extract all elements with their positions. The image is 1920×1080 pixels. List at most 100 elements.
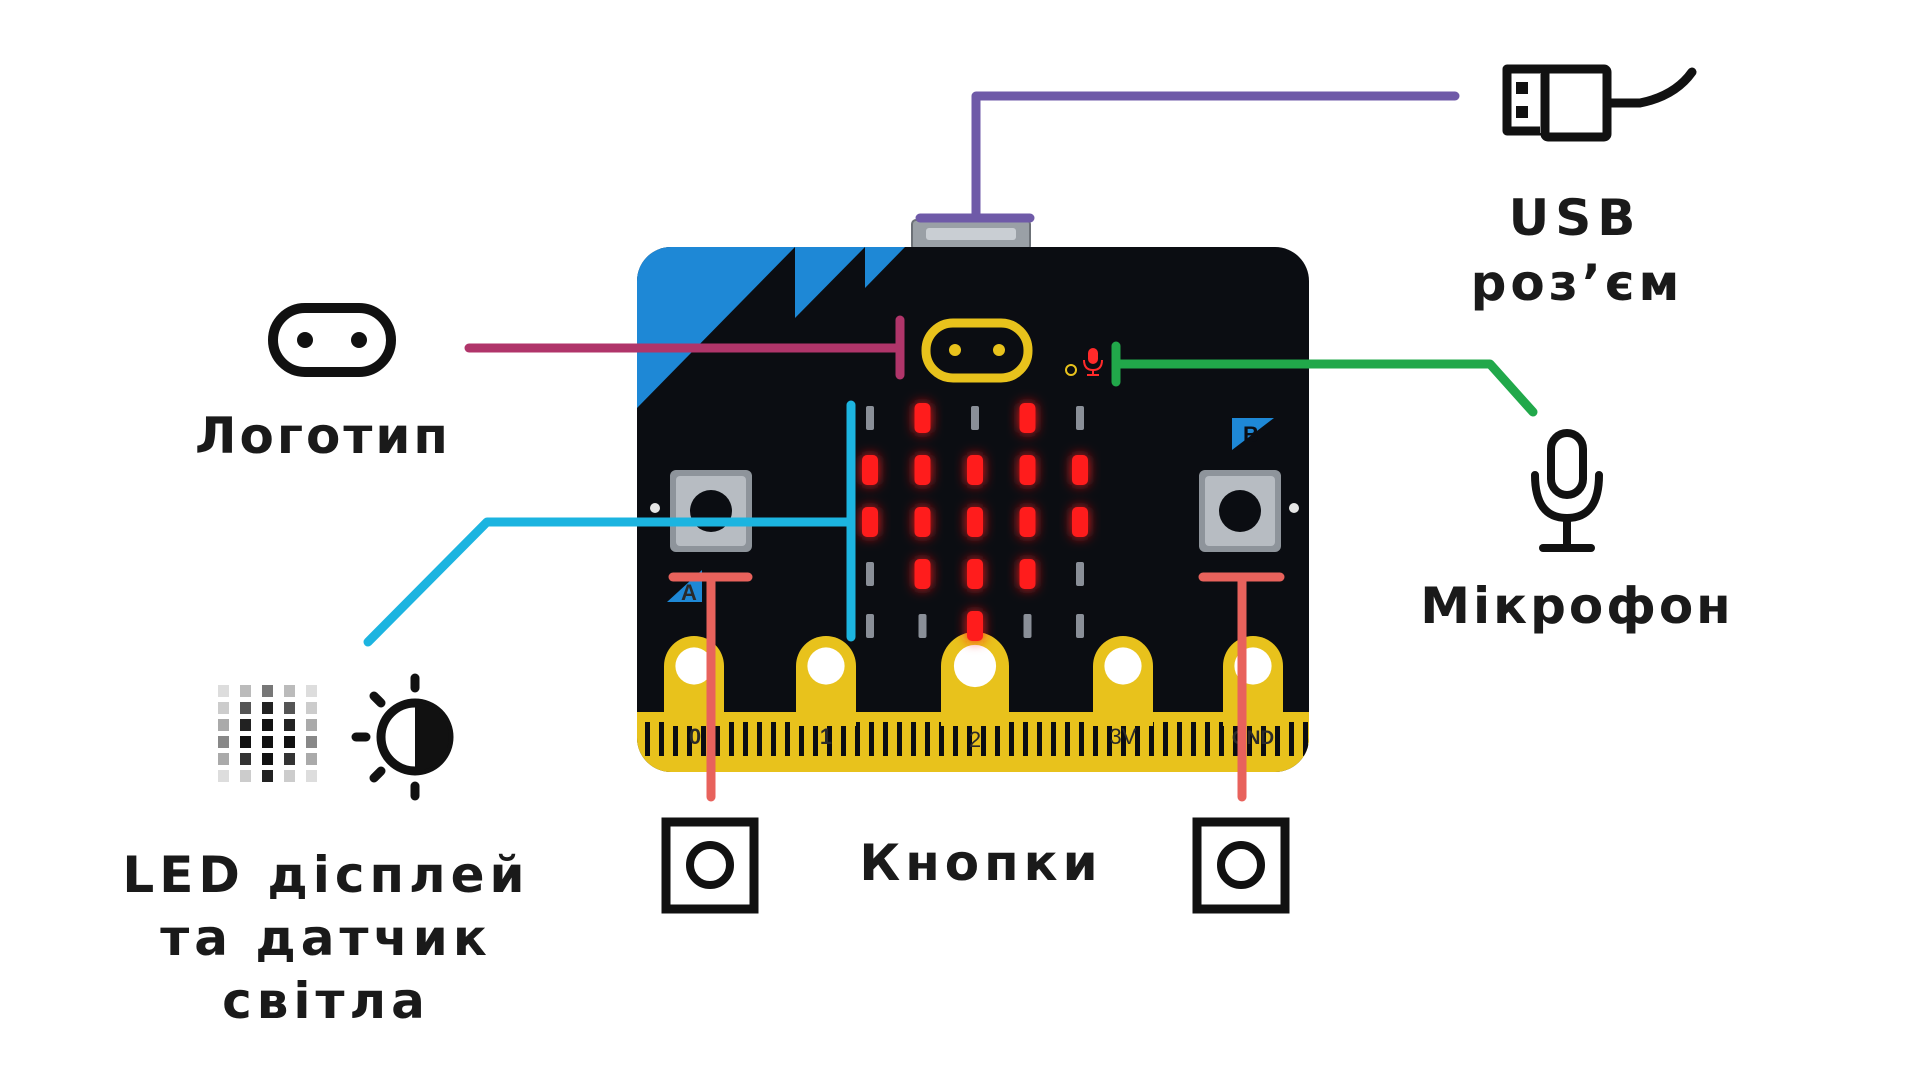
led-grid-cell bbox=[284, 719, 295, 731]
microphone-icon bbox=[1531, 429, 1603, 552]
usb-plug-icon bbox=[1502, 64, 1697, 142]
edge-tooth bbox=[1247, 722, 1252, 756]
edge-tooth bbox=[813, 722, 818, 756]
led-grid-cell bbox=[262, 736, 273, 748]
edge-tooth bbox=[995, 722, 1000, 756]
edge-tooth bbox=[799, 722, 804, 756]
led-label-line2: та датчик bbox=[160, 909, 492, 967]
pin-pad bbox=[1223, 636, 1283, 726]
edge-tooth bbox=[715, 722, 720, 756]
led-off bbox=[866, 406, 874, 430]
led-grid-cell bbox=[240, 736, 251, 748]
led-off bbox=[1076, 614, 1084, 638]
led-grid-cell bbox=[284, 736, 295, 748]
edge-tooth bbox=[1121, 722, 1126, 756]
mic-led-indicator bbox=[1083, 348, 1103, 376]
led-grid-cell bbox=[218, 753, 229, 765]
led-on bbox=[967, 611, 983, 641]
led-on bbox=[1072, 455, 1088, 485]
led-grid-cell bbox=[240, 702, 251, 714]
led-grid-cell bbox=[218, 719, 229, 731]
mic-callout-line bbox=[1111, 359, 1538, 417]
pin-pad bbox=[941, 632, 1009, 726]
edge-tooth bbox=[1261, 722, 1266, 756]
edge-tooth bbox=[1205, 722, 1210, 756]
led-grid-cell bbox=[262, 753, 273, 765]
led-grid-cell bbox=[218, 685, 229, 697]
usb-label-line1: USB bbox=[1509, 189, 1642, 247]
led-matrix bbox=[862, 403, 1088, 641]
led-grid-cell bbox=[284, 702, 295, 714]
button-a[interactable] bbox=[670, 470, 752, 552]
edge-tooth bbox=[729, 722, 734, 756]
edge-tooth bbox=[967, 722, 972, 756]
led-on bbox=[967, 507, 983, 537]
led-on bbox=[1019, 507, 1036, 537]
logo-touch-icon bbox=[268, 303, 396, 377]
led-grid-icon bbox=[218, 685, 317, 782]
edge-tooth bbox=[1079, 722, 1084, 756]
led-off bbox=[866, 562, 874, 586]
edge-tooth bbox=[897, 722, 902, 756]
edge-tooth bbox=[1135, 722, 1140, 756]
led-on bbox=[914, 507, 931, 537]
led-grid-cell bbox=[306, 719, 317, 731]
led-grid-cell bbox=[240, 753, 251, 765]
edge-tooth bbox=[1037, 722, 1042, 756]
button-b-label: B bbox=[1243, 422, 1259, 447]
edge-tooth bbox=[827, 722, 832, 756]
edge-tooth bbox=[1093, 722, 1098, 756]
led-grid-cell bbox=[262, 719, 273, 731]
edge-tooth bbox=[1177, 722, 1182, 756]
edge-tooth bbox=[869, 722, 874, 756]
led-grid-cell bbox=[240, 719, 251, 731]
usb-label-line2: роз’єм bbox=[1471, 254, 1684, 312]
pin-pad bbox=[796, 636, 856, 726]
edge-tooth bbox=[1163, 722, 1168, 756]
edge-connector-teeth bbox=[645, 722, 1308, 756]
edge-tooth bbox=[771, 722, 776, 756]
button-b-marker bbox=[1232, 418, 1274, 450]
buttons-label: Кнопки bbox=[859, 834, 1102, 892]
edge-tooth bbox=[1065, 722, 1070, 756]
board-logo bbox=[921, 318, 1033, 383]
edge-tooth bbox=[645, 722, 650, 756]
led-grid-cell bbox=[306, 702, 317, 714]
light-sensor-icon bbox=[351, 673, 454, 801]
led-off bbox=[1076, 406, 1084, 430]
button-b[interactable] bbox=[1199, 470, 1281, 552]
edge-tooth bbox=[659, 722, 664, 756]
led-grid-cell bbox=[218, 736, 229, 748]
led-grid-cell bbox=[284, 685, 295, 697]
led-grid-cell bbox=[306, 753, 317, 765]
led-on bbox=[967, 455, 983, 485]
led-label-line3: світла bbox=[222, 972, 430, 1030]
edge-tooth bbox=[1275, 722, 1280, 756]
edge-tooth bbox=[855, 722, 860, 756]
led-grid-cell bbox=[240, 685, 251, 697]
edge-tooth bbox=[1303, 722, 1308, 756]
board-blue-graphic bbox=[637, 247, 795, 408]
edge-tooth bbox=[785, 722, 790, 756]
led-on bbox=[1019, 559, 1036, 589]
callout-lines bbox=[363, 91, 1538, 802]
led-on bbox=[862, 507, 878, 537]
led-grid-cell bbox=[306, 685, 317, 697]
mic-hole bbox=[1065, 364, 1077, 376]
button-a-label: A bbox=[681, 580, 697, 605]
led-grid-cell bbox=[262, 702, 273, 714]
edge-tooth bbox=[1107, 722, 1112, 756]
edge-tooth bbox=[687, 722, 692, 756]
pin-label-3v: 3V bbox=[1110, 724, 1137, 749]
microphone-label: Мікрофон bbox=[1420, 577, 1733, 635]
led-on bbox=[1072, 507, 1088, 537]
microbit-board: A B 0 1 2 3V GND bbox=[637, 219, 1309, 772]
led-on bbox=[914, 559, 931, 589]
edge-tooth bbox=[1191, 722, 1196, 756]
pin-label-0: 0 bbox=[689, 724, 701, 749]
led-grid-cell bbox=[262, 685, 273, 697]
pin-label-1: 1 bbox=[820, 724, 832, 749]
usb-callout-line bbox=[971, 91, 1460, 223]
